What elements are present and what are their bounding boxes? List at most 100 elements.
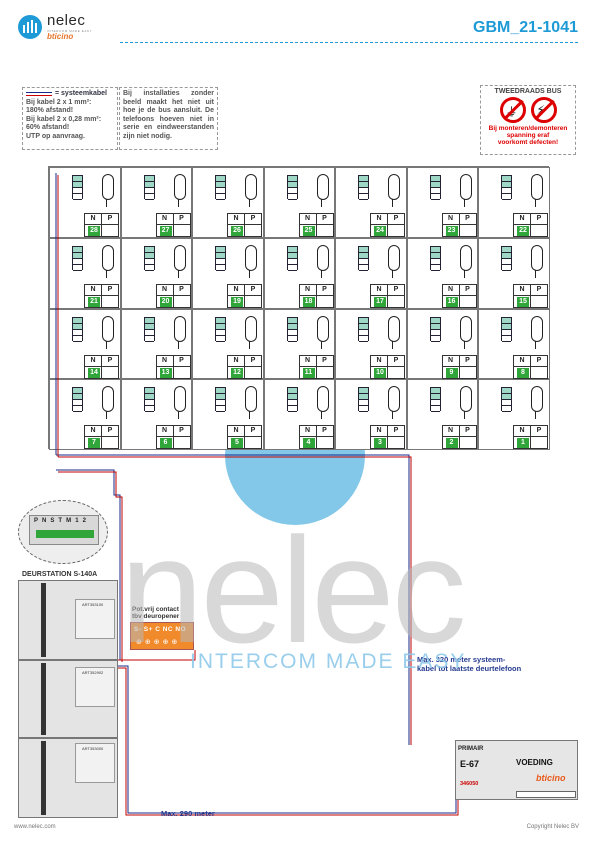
apartment-number: 10 (374, 367, 386, 378)
bus-terminal-icon (358, 175, 369, 200)
nelec-logo: nelec INTERCOM MADE EASY bticino (18, 12, 108, 41)
cable-note-line: Bij kabel 2 x 0,28 mm²: (26, 115, 102, 123)
bus-terminal-icon (286, 316, 298, 342)
column-header-p: P (465, 215, 470, 222)
handset-icon (459, 315, 472, 349)
bus-terminal-icon (429, 316, 441, 342)
keypad-terminal-block: P N S T M 1 2 (29, 515, 99, 545)
handset-icon (459, 244, 472, 278)
bus-terminal-icon (143, 387, 155, 413)
apartment-number: 14 (88, 367, 100, 378)
bus-terminal-icon (358, 387, 369, 413)
column-header-p: P (250, 427, 256, 435)
handset-icon (531, 174, 543, 207)
handset-icon (388, 386, 400, 420)
handset-icon (173, 386, 186, 420)
apartment-number: 15 (517, 296, 529, 307)
column-header-p: P (179, 356, 184, 364)
column-header-n: N (300, 284, 317, 295)
column-header-p: P (107, 427, 113, 435)
footer-website: www.nelec.com (14, 824, 56, 830)
bus-terminal-icon (358, 316, 369, 342)
apartment-number: 28 (88, 226, 100, 236)
keypad-labels: P N S T M 1 2 (34, 518, 88, 524)
apartment-number: 7 (88, 438, 100, 449)
column-header-p: P (536, 356, 542, 364)
apartment-number: 17 (374, 296, 386, 307)
door-module-middle: ART352902 (18, 660, 118, 738)
column-header-n: N (85, 284, 102, 295)
apartment-number: 18 (302, 296, 315, 307)
warning-line: voorkomt defecten! (497, 139, 559, 146)
column-header-p: P (107, 215, 113, 222)
logo-tagline: INTERCOM MADE EASY (47, 29, 93, 33)
apartment-number: 13 (159, 367, 172, 378)
column-header-p: P (179, 427, 184, 435)
column-header-n: N (371, 284, 388, 295)
no-power-icon: ⚡ (530, 97, 557, 123)
column-header-n: N (300, 355, 317, 366)
column-header-n: N (157, 426, 174, 437)
apartment-number: 24 (374, 226, 386, 236)
column-header-n: N (443, 214, 460, 224)
column-header-p: P (536, 427, 542, 435)
bus-terminal-icon (429, 245, 441, 271)
handset-icon (531, 386, 543, 420)
door-module-top: ART353100 (18, 580, 118, 660)
handset-icon (459, 386, 472, 420)
column-header-n: N (300, 214, 317, 224)
apartment-number: 9 (445, 367, 458, 378)
column-header-p: P (322, 356, 327, 364)
psu-primair-label: PRIMAIR (458, 746, 484, 752)
column-header-n: N (514, 355, 531, 366)
cable-note-line: Bij kabel 2 x 1 mm²: (26, 98, 92, 106)
bus-terminal-icon (72, 316, 83, 342)
bus-terminal-icon (72, 175, 83, 200)
column-header-n: N (371, 355, 388, 366)
apartment-number: 26 (231, 226, 243, 236)
footer-copyright: Copyright Nelec BV (526, 824, 579, 830)
apartment-number: 16 (445, 296, 458, 307)
apartment-number: 8 (517, 367, 529, 378)
module-code: ART353000 (82, 746, 104, 751)
column-header-p: P (393, 285, 399, 293)
legend-label: = systeemkabel (55, 90, 107, 97)
legend-systeemkabel: = systeemkabel (26, 90, 114, 99)
column-header-n: N (85, 214, 102, 224)
handset-icon (316, 244, 329, 278)
column-header-n: N (157, 214, 174, 224)
apartment-number: 23 (445, 226, 458, 236)
cable-note-line: 60% afstand! (26, 124, 70, 132)
apartment-number: 20 (159, 296, 172, 307)
column-header-n: N (514, 284, 531, 295)
column-header-p: P (250, 356, 256, 364)
module-code: ART353100 (82, 602, 104, 607)
apartment-number: 5 (231, 438, 243, 449)
handset-icon (316, 386, 329, 420)
column-header-p: P (322, 215, 327, 222)
handset-icon (173, 244, 186, 278)
bus-terminal-icon (501, 316, 512, 342)
bus-terminal-icon (286, 175, 298, 200)
